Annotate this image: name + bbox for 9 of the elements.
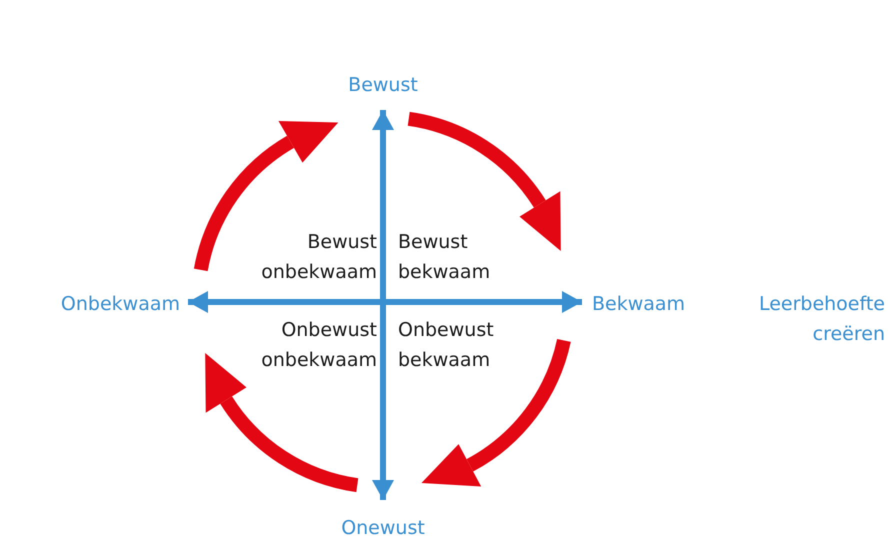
axis-label: Onewust — [340, 516, 426, 541]
quadrant-label: Bewust onbekwaam — [260, 230, 377, 285]
quadrant-label: Onbewust bekwaam — [398, 318, 495, 373]
quadrant-label: Bewust bekwaam — [398, 230, 492, 285]
axis-label: Bewust — [347, 73, 419, 98]
quadrant-label: Onbewust onbekwaam — [260, 318, 377, 373]
axis-label: Bekwaam — [592, 292, 686, 317]
axis-label: Onbekwaam — [60, 292, 180, 317]
axis-label: Leerbehoefte creëren — [758, 292, 885, 347]
